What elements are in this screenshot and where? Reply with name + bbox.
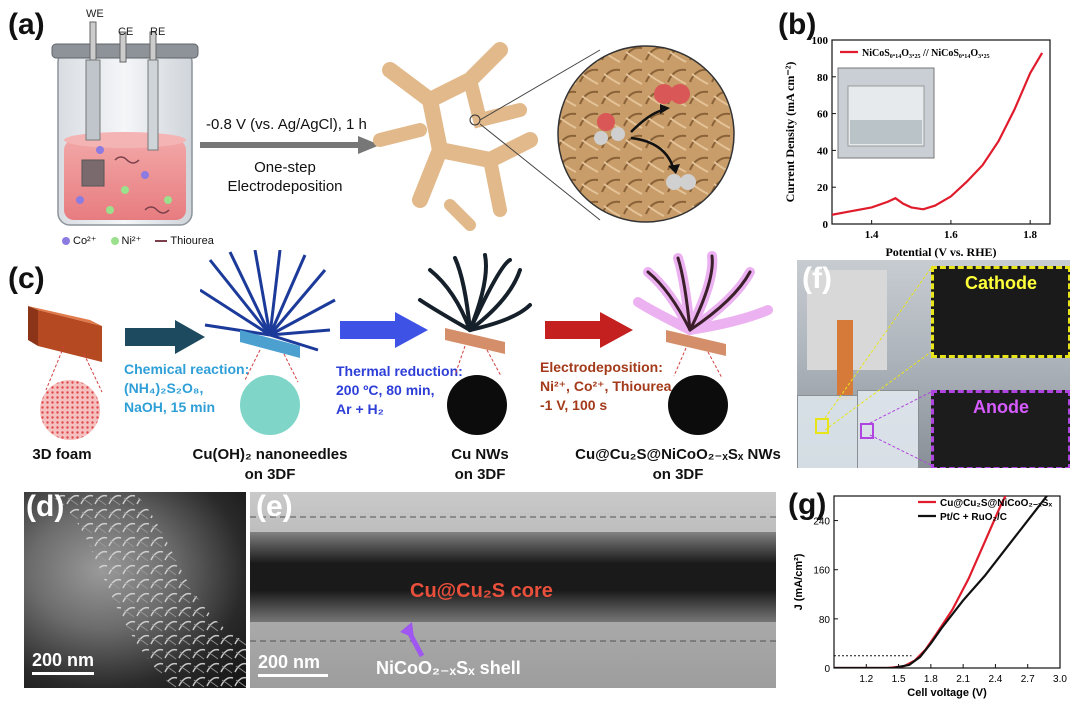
electrochemical-cell [50,10,200,235]
step2-caption-line-1: Cu(OH)₂ nanoneedles [190,445,350,465]
step2-caption-line-2: on 3DF [190,465,350,485]
panel-a-label: (a) [8,8,45,42]
y-tick-label: 160 [813,566,830,577]
we-label: WE [86,8,104,20]
tem-shell-edge [250,516,776,642]
cu-nanowires-illustration [415,250,535,440]
tem-scale-bar [258,674,328,677]
thiourea-line-icon [155,240,167,242]
x-tick-label: 2.1 [956,674,970,685]
cell-photo-liquid [850,120,922,144]
cathode-label: Cathode [934,273,1068,294]
nanoneedles-illustration [200,250,340,440]
y-axis-label: Current Density (mA cm⁻²) [783,62,797,203]
y-tick-label: 60 [817,109,829,121]
ni-dot-icon [111,237,119,245]
panel-c-label: (c) [8,262,45,296]
step1-caption: 3D foam [22,445,102,465]
legend-ni: Ni²⁺ [122,234,142,247]
step4-caption: Cu@Cu₂S@NiCoO₂₋ₓSₓ NWs on 3DF [568,445,788,485]
x-tick-label: 2.4 [988,674,1002,685]
step3-caption-line-2: on 3DF [425,465,535,485]
cathode-inset: Cathode [931,266,1070,358]
sem-scale-text: 200 nm [32,650,94,671]
y-tick-label: 40 [817,145,829,157]
legend-label-0: NiCoS₀.₁₄O₃.₂₅ // NiCoS₀.₁₄O₃.₂₅ [862,48,990,59]
y-tick-label: 0 [823,219,829,231]
y-tick-label: 80 [819,615,831,626]
legend-thiourea: Thiourea [170,235,213,247]
y-tick-label: 80 [817,72,829,84]
sem-scale-bar [32,672,94,675]
zoom-circle [556,42,736,226]
method-line-1: One-step [210,158,360,177]
step4-caption-line-2: on 3DF [568,465,788,485]
anode-inset: Anode [931,390,1070,468]
y-tick-label: 20 [817,182,829,194]
panel-a-legend: Co²⁺ Ni²⁺ Thiourea [62,234,214,247]
deposition-condition: -0.8 V (vs. Ag/AgCl), 1 h [206,116,367,133]
core-shell-nanowires-illustration [630,250,780,440]
tem-scale-text: 200 nm [258,652,320,673]
panel-d-label: (d) [26,490,64,524]
y-axis-label: J (mA/cm²) [793,553,805,610]
method-line-2: Electrodeposition [210,177,360,196]
x-tick-label: 1.8 [924,674,938,685]
legend-label-0: Cu@Cu₂S@NiCoO₂₋ₓSₓ [940,498,1052,509]
step4-caption-line-1: Cu@Cu₂S@NiCoO₂₋ₓSₓ NWs [568,445,788,465]
step2-caption: Cu(OH)₂ nanoneedles on 3DF [190,445,350,485]
tem-image: Cu@Cu₂S core NiCoO₂₋ₓSₓ shell 200 nm [250,492,776,688]
y-tick-label: 100 [812,35,829,47]
x-tick-label: 1.6 [944,229,958,241]
x-tick-label: 3.0 [1053,674,1067,685]
step3-caption: Cu NWs on 3DF [425,445,535,485]
shell-arrow-icon [400,622,430,658]
co-dot-icon [62,237,70,245]
x-tick-label: 1.4 [865,229,879,241]
re-label: RE [150,26,165,38]
y-tick-label: 0 [824,664,830,675]
x-tick-label: 2.7 [1021,674,1035,685]
step3-caption-line-1: Cu NWs [425,445,535,465]
legend-label-1: Pt/C + RuO₂/C [940,512,1007,523]
panel-f-label: (f) [802,262,832,296]
x-tick-label: 1.5 [892,674,906,685]
x-axis-label: Cell voltage (V) [907,687,987,699]
x-axis-label: Potential (V vs. RHE) [885,245,996,259]
shell-label: NiCoO₂₋ₓSₓ shell [376,658,521,679]
process-arrow [200,136,380,154]
step1-arrow [125,320,205,354]
step3-arrow [545,312,633,348]
electrolyzer-photo: Cathode Anode [797,260,1070,468]
3d-foam-illustration [10,300,120,440]
panel-e-label: (e) [256,490,293,524]
anode-label: Anode [934,397,1068,418]
legend-co: Co²⁺ [73,234,97,247]
core-label: Cu@Cu₂S core [410,580,553,603]
ce-label: CE [118,26,133,38]
x-tick-label: 1.8 [1023,229,1037,241]
y-tick-label: 240 [813,517,830,528]
x-tick-label: 1.2 [859,674,873,685]
method-label: One-step Electrodeposition [210,158,360,196]
